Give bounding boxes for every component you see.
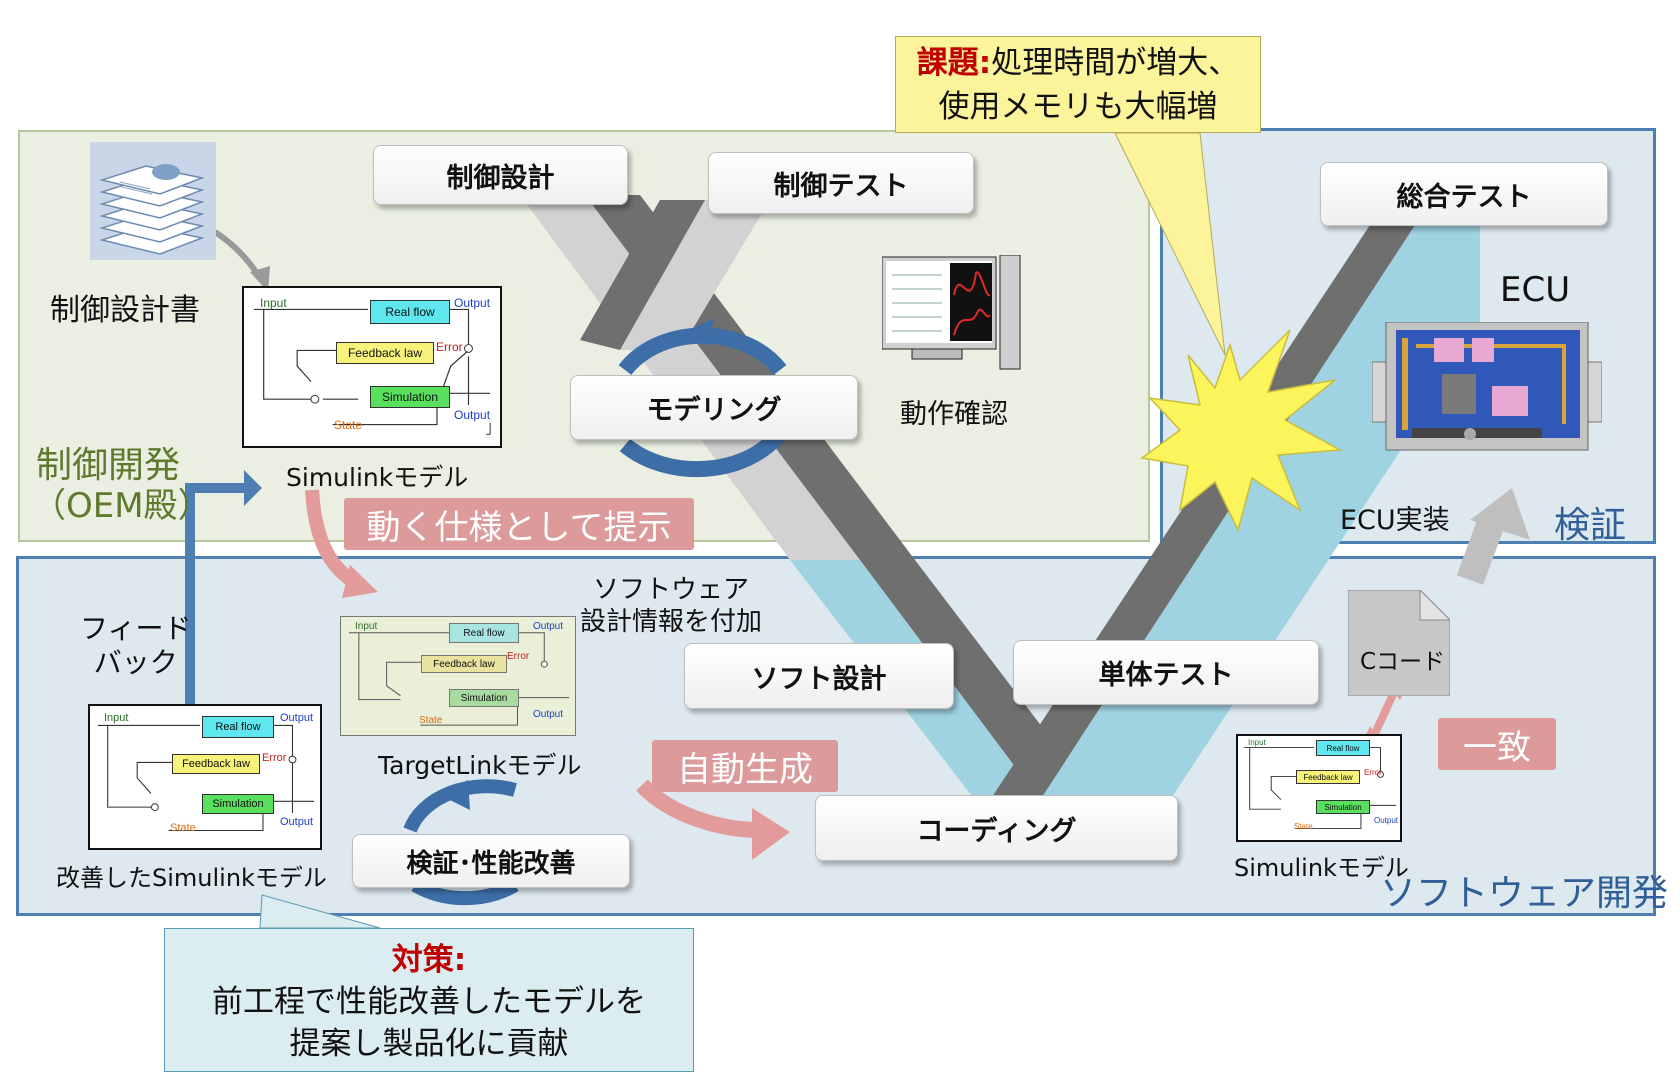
monitor-icon [881,254,1022,371]
issue-colon: : [978,45,992,81]
model-state-label: State [334,418,363,432]
c-code-label: Cコード [1360,649,1446,675]
control-region-subtitle: （OEM殿） [32,486,212,526]
improved-error-label: Error [262,752,287,764]
measure-title: 対策 [391,942,454,978]
measure-line-2: 提案し製品化に貢献 [289,1026,569,1062]
model-error-label: Error [436,340,463,354]
improved-feedback-law-block: Feedback law [172,754,260,774]
simulation-block: Simulation [370,386,450,408]
improved-input-label: Input [104,712,129,724]
targetlink-model-diagram: Input Output Real flow Feedback law Erro… [340,616,576,736]
burst-shape [1140,329,1343,533]
stage-modeling: モデリング [570,375,858,440]
software-design-info-label: ソフトウェア 設計情報を付加 [580,575,763,637]
ecu-board-icon [1371,321,1603,454]
tl-real-flow-block: Real flow [449,623,519,643]
spec-tag: 動く仕様として提示 [344,498,694,550]
stage-unit-test: 単体テスト [1013,640,1319,705]
model-output-label-2: Output [454,408,491,422]
small-real-flow-block: Real flow [1316,740,1370,756]
operation-check-label: 動作確認 [900,399,1008,430]
stage-verify-improve: 検証･性能改善 [352,834,630,888]
issue-title: 課題 [916,45,979,81]
software-region-title: ソフトウェア開発 [1380,873,1669,914]
tl-error-label: Error [507,651,530,662]
improved-real-flow-block: Real flow [202,716,274,738]
verification-region-title: 検証 [1554,505,1627,546]
improved-simulink-model-diagram: Input Output Real flow Feedback law Erro… [88,704,322,850]
measure-colon: : [453,942,467,978]
stage-control-test: 制御テスト [708,152,974,214]
control-region-title: 制御開発 [36,445,181,486]
simulink-model-small-diagram: Input Real flow Feedback law Error Simul… [1236,734,1402,842]
small-error-label: Error [1364,768,1382,777]
small-feedback-law-block: Feedback law [1296,770,1360,784]
autogen-tag: 自動生成 [652,740,838,792]
improved-simulation-block: Simulation [202,794,274,814]
targetlink-model-label: TargetLinkモデル [378,751,582,780]
improved-simulink-model-label: 改善したSimulinkモデル [56,864,327,892]
match-tag: 一致 [1438,718,1556,770]
issue-line-1: 処理時間が増大、 [991,45,1240,81]
improved-output-label-2: Output [280,816,314,828]
measure-callout: 対策: 前工程で性能改善したモデルを 提案し製品化に貢献 [164,928,694,1072]
ecu-label: ECU [1500,270,1571,310]
real-flow-block: Real flow [370,300,450,324]
c-code-document-icon [1347,588,1452,697]
ecu-implementation-label: ECU実装 [1340,505,1450,536]
stage-coding: コーディング [815,795,1178,861]
measure-line-1: 前工程で性能改善したモデルを [212,984,646,1020]
improved-output-label: Output [280,712,314,724]
small-simulation-block: Simulation [1316,800,1370,814]
tl-feedback-law-block: Feedback law [421,655,507,673]
stage-integration-test: 総合テスト [1320,162,1608,226]
tl-input-label: Input [355,621,378,632]
small-output-label: Output [1374,816,1399,825]
stage-control-design: 制御設計 [373,145,628,205]
issue-callout: 課題:処理時間が増大、 使用メモリも大幅増 [895,36,1261,133]
tl-output-label-2: Output [533,709,564,720]
small-input-label: Input [1248,738,1266,747]
improved-state-label: State [170,822,196,834]
stage-software-design: ソフト設計 [684,643,954,709]
feedback-label: フィード バック [80,612,192,679]
tl-output-label: Output [533,621,564,632]
small-state-label: State [1294,822,1313,831]
simulink-model-label: Simulinkモデル [286,463,469,492]
model-output-label: Output [454,296,491,310]
design-document-label: 制御設計書 [50,293,200,328]
tl-state-label: State [419,715,443,726]
model-input-label: Input [260,296,287,310]
simulink-model-label-2: Simulinkモデル [1234,854,1409,882]
feedback-law-block: Feedback law [336,342,434,364]
issue-line-2: 使用メモリも大幅増 [938,89,1218,125]
simulink-model-diagram: Input Output Real flow Feedback law Erro… [242,286,502,448]
tl-simulation-block: Simulation [449,689,519,707]
design-document-icon [90,142,216,260]
